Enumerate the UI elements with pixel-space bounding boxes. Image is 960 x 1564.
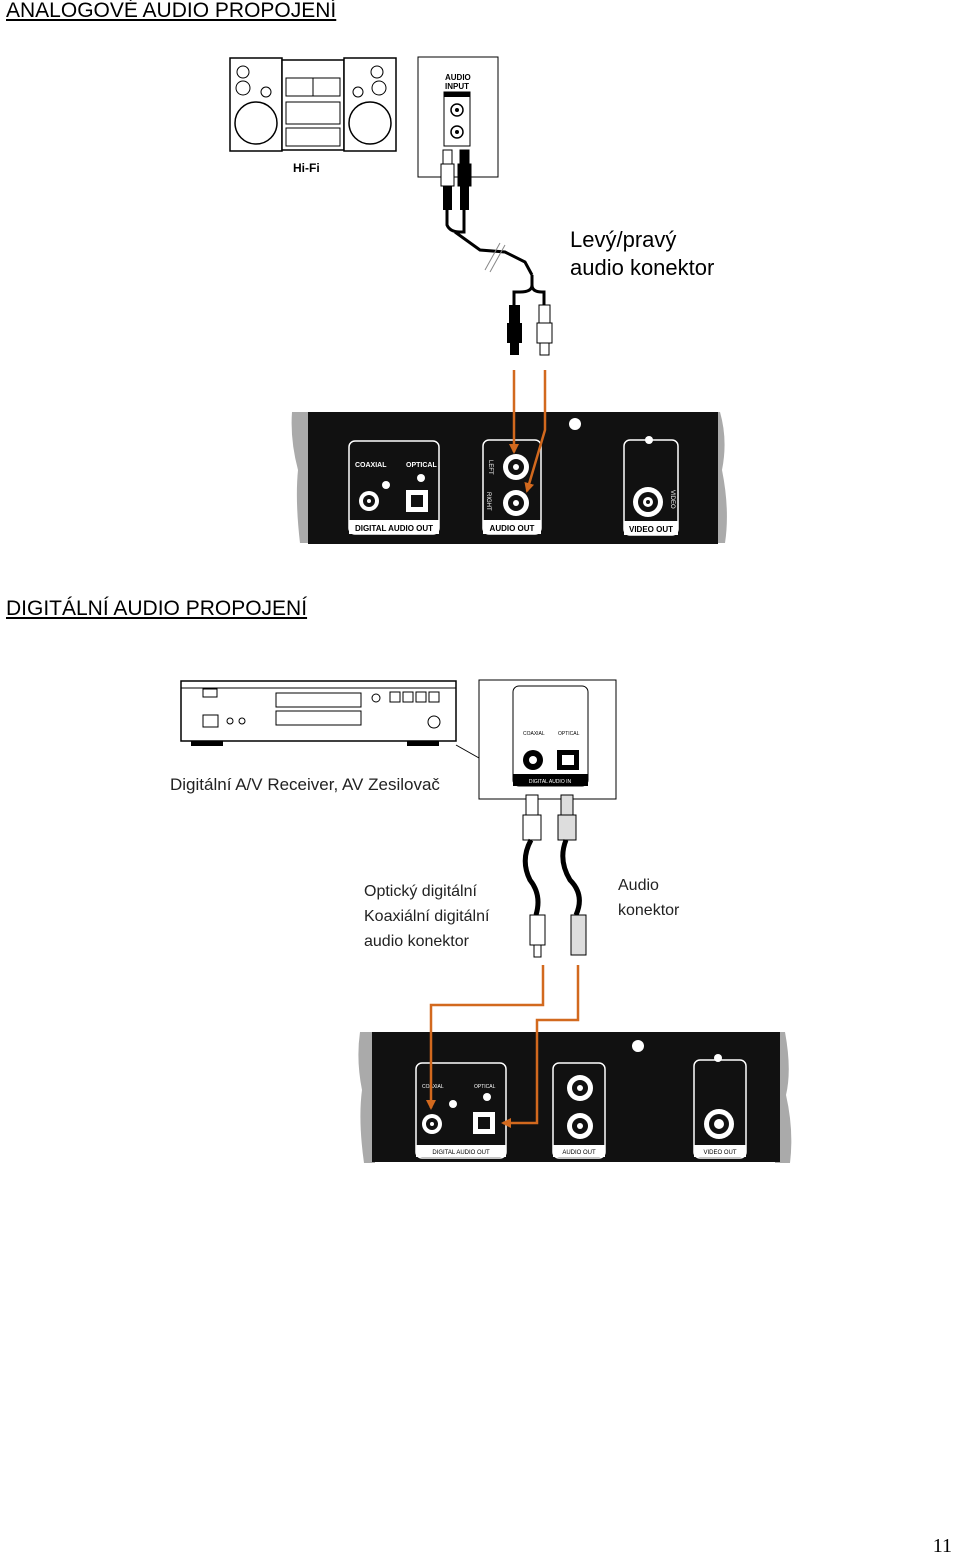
callout-digital-right-2: konektor — [618, 902, 680, 919]
panel-coaxial-label: COAXIAL — [355, 462, 387, 469]
panel-digital-audio-out-label: DIGITAL AUDIO OUT — [355, 524, 433, 533]
arrow-right-connector — [524, 370, 547, 493]
in-optical-label: OPTICAL — [558, 731, 580, 737]
analog-back-panel: COAXIAL OPTICAL DIGITAL AUDIO OUT LEFT R… — [291, 412, 727, 544]
panel2-optical-label: OPTICAL — [474, 1084, 496, 1090]
panel2-audio-out-label: AUDIO OUT — [562, 1150, 596, 1156]
rca-cable-bottom — [507, 275, 553, 356]
panel-video-out-label: VIDEO OUT — [629, 525, 673, 534]
arrow-optical-connector — [501, 965, 580, 1128]
audio-input-jack-right — [450, 125, 464, 139]
page-number: 11 — [932, 1535, 952, 1557]
audio-input-label-1: AUDIO — [445, 73, 471, 82]
hifi-system-illustration — [229, 57, 397, 152]
callout-digital-right-1: Audio — [618, 877, 659, 894]
audio-input-jack-left — [450, 103, 464, 117]
panel-right-label: RIGHT — [485, 492, 491, 511]
panel-audio-out-label: AUDIO OUT — [490, 524, 535, 533]
panel2-digital-audio-out-label: DIGITAL AUDIO OUT — [432, 1150, 490, 1156]
digital-cables — [522, 794, 587, 958]
callout-analog-line2: audio konektor — [570, 255, 714, 280]
digital-audio-in-label: DIGITAL AUDIO IN — [529, 779, 572, 785]
callout-analog-line1: Levý/pravý — [570, 227, 676, 252]
panel2-video-out-label: VIDEO OUT — [703, 1150, 736, 1156]
in-coaxial-label: COAXIAL — [523, 731, 545, 737]
panel-left-label: LEFT — [487, 460, 493, 475]
callout-digital-left-1: Optický digitální — [364, 883, 477, 900]
digital-back-panel: COAXIAL OPTICAL DIGITAL AUDIO OUT AUDIO … — [358, 1032, 792, 1163]
audio-input-label-2: INPUT — [445, 82, 469, 91]
panel2-coaxial-label: COAXIAL — [422, 1084, 444, 1090]
callout-digital-left-2: Koaxiální digitální — [364, 908, 490, 925]
heading-analog: ANALOGOVÉ AUDIO PROPOJENÍ — [6, 0, 337, 22]
av-receiver-illustration — [180, 680, 457, 746]
rca-cable-top — [440, 149, 534, 276]
panel-video-label: VIDEO — [669, 490, 675, 509]
callout-digital-left-3: audio konektor — [364, 933, 470, 950]
heading-digital: DIGITÁLNÍ AUDIO PROPOJENÍ — [6, 597, 308, 620]
receiver-label: Digitální A/V Receiver, AV Zesilovač — [170, 775, 440, 794]
panel-optical-label: OPTICAL — [406, 462, 437, 469]
hifi-label: Hi-Fi — [293, 161, 320, 175]
arrow-coaxial-connector — [426, 965, 545, 1110]
audio-input-jack-panel — [443, 91, 471, 147]
